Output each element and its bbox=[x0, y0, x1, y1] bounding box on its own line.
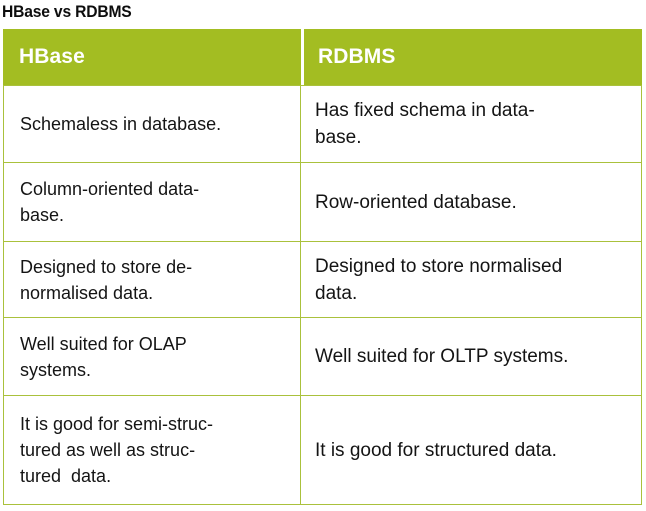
table-cell-rdbms: Designed to store normalised data. bbox=[301, 242, 642, 318]
cell-text: It is good for semi-struc- tured as well… bbox=[20, 414, 214, 486]
table-cell-rdbms: Row-oriented database. bbox=[301, 163, 642, 242]
cell-text: It is good for structured data. bbox=[315, 439, 557, 461]
table-cell-rdbms: It is good for structured data. bbox=[301, 396, 642, 505]
table-cell-hbase: Designed to store de- normalised data. bbox=[3, 242, 301, 318]
table-header: HBase RDBMS bbox=[3, 29, 642, 85]
cell-text: Designed to store normalised data. bbox=[315, 255, 563, 304]
cell-text: Designed to store de- normalised data. bbox=[20, 256, 193, 303]
table-cell-hbase: Column-oriented data- base. bbox=[3, 163, 301, 242]
table-body: Schemaless in database. Has fixed schema… bbox=[3, 85, 642, 505]
page-title: HBase vs RDBMS bbox=[2, 2, 132, 21]
table-row: Well suited for OLAP systems. Well suite… bbox=[3, 318, 642, 396]
column-header-hbase: HBase bbox=[3, 29, 301, 85]
cell-text: Has fixed schema in data- base. bbox=[315, 100, 535, 148]
column-header-rdbms: RDBMS bbox=[301, 29, 642, 85]
table-cell-rdbms: Has fixed schema in data- base. bbox=[301, 85, 642, 163]
cell-text: Well suited for OLAP systems. bbox=[20, 333, 187, 380]
cell-text: Well suited for OLTP systems. bbox=[315, 346, 569, 367]
hbase-vs-rdbms-table: HBase RDBMS Schemaless in database. Has … bbox=[3, 29, 642, 505]
cell-text: Schemaless in database. bbox=[20, 114, 222, 134]
cell-text: Column-oriented data- base. bbox=[20, 179, 200, 225]
table-row: Schemaless in database. Has fixed schema… bbox=[3, 85, 642, 163]
table-cell-hbase: It is good for semi-struc- tured as well… bbox=[3, 396, 301, 505]
cell-text: Row-oriented database. bbox=[315, 191, 517, 213]
table-row: Designed to store de- normalised data. D… bbox=[3, 242, 642, 318]
table-cell-rdbms: Well suited for OLTP systems. bbox=[301, 318, 642, 396]
table-header-row: HBase RDBMS bbox=[3, 29, 642, 85]
table-container: HBase RDBMS Schemaless in database. Has … bbox=[3, 29, 642, 506]
table-row: Column-oriented data- base. Row-oriented… bbox=[3, 163, 642, 242]
table-row: It is good for semi-struc- tured as well… bbox=[3, 396, 642, 505]
table-cell-hbase: Schemaless in database. bbox=[3, 85, 301, 163]
table-cell-hbase: Well suited for OLAP systems. bbox=[3, 318, 301, 396]
